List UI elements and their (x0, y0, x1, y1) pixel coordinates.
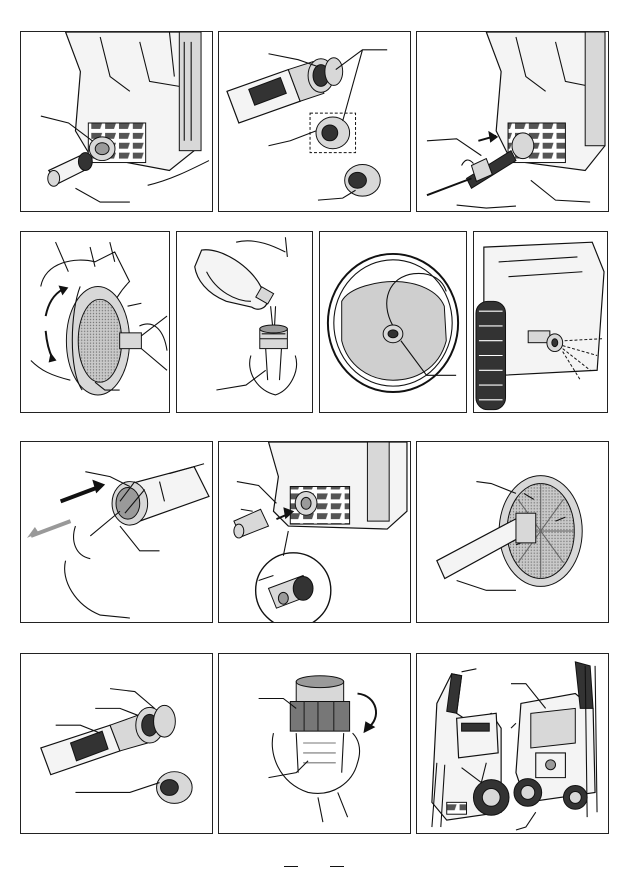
nozzle-cleaning-pin-icon (21, 442, 212, 622)
filter-unscrew-icon (219, 654, 410, 833)
panel-1-outlet-connector (20, 31, 213, 212)
adapter-assembly-icon (21, 654, 212, 833)
detergent-tank-icon (320, 232, 466, 412)
panel-13-pressure-washer-overview (416, 653, 609, 834)
panel-4-filter-cup-hand (20, 231, 170, 413)
bottle-pour-detergent-icon (177, 232, 312, 412)
panel-5-bottle-pour (176, 231, 313, 413)
nozzle-spray-icon (474, 232, 607, 412)
panel-9-inlet-filter-insert (218, 441, 411, 623)
panel-3-hose-connect (416, 31, 609, 212)
panel-11-adapter-assembly (20, 653, 213, 834)
hose-connect-inlet-icon (417, 32, 608, 211)
panel-6-detergent-tank (319, 231, 467, 413)
inlet-filter-insert-icon (219, 442, 410, 622)
hose-adapter-parts-icon (219, 32, 410, 211)
pump-outlet-connector-icon (21, 32, 212, 211)
panel-10-suction-filter (416, 441, 609, 623)
footer-mark-left (284, 866, 298, 867)
panel-7-nozzle-spray (473, 231, 608, 413)
panel-8-nozzle-cleaning (20, 441, 213, 623)
suction-filter-icon (417, 442, 608, 622)
filter-cup-hand-icon (21, 232, 169, 412)
panel-12-filter-unscrew (218, 653, 411, 834)
pressure-washer-overview-icon (417, 654, 608, 833)
footer-mark-right (330, 866, 344, 867)
panel-2-hose-adapter-parts (218, 31, 411, 212)
